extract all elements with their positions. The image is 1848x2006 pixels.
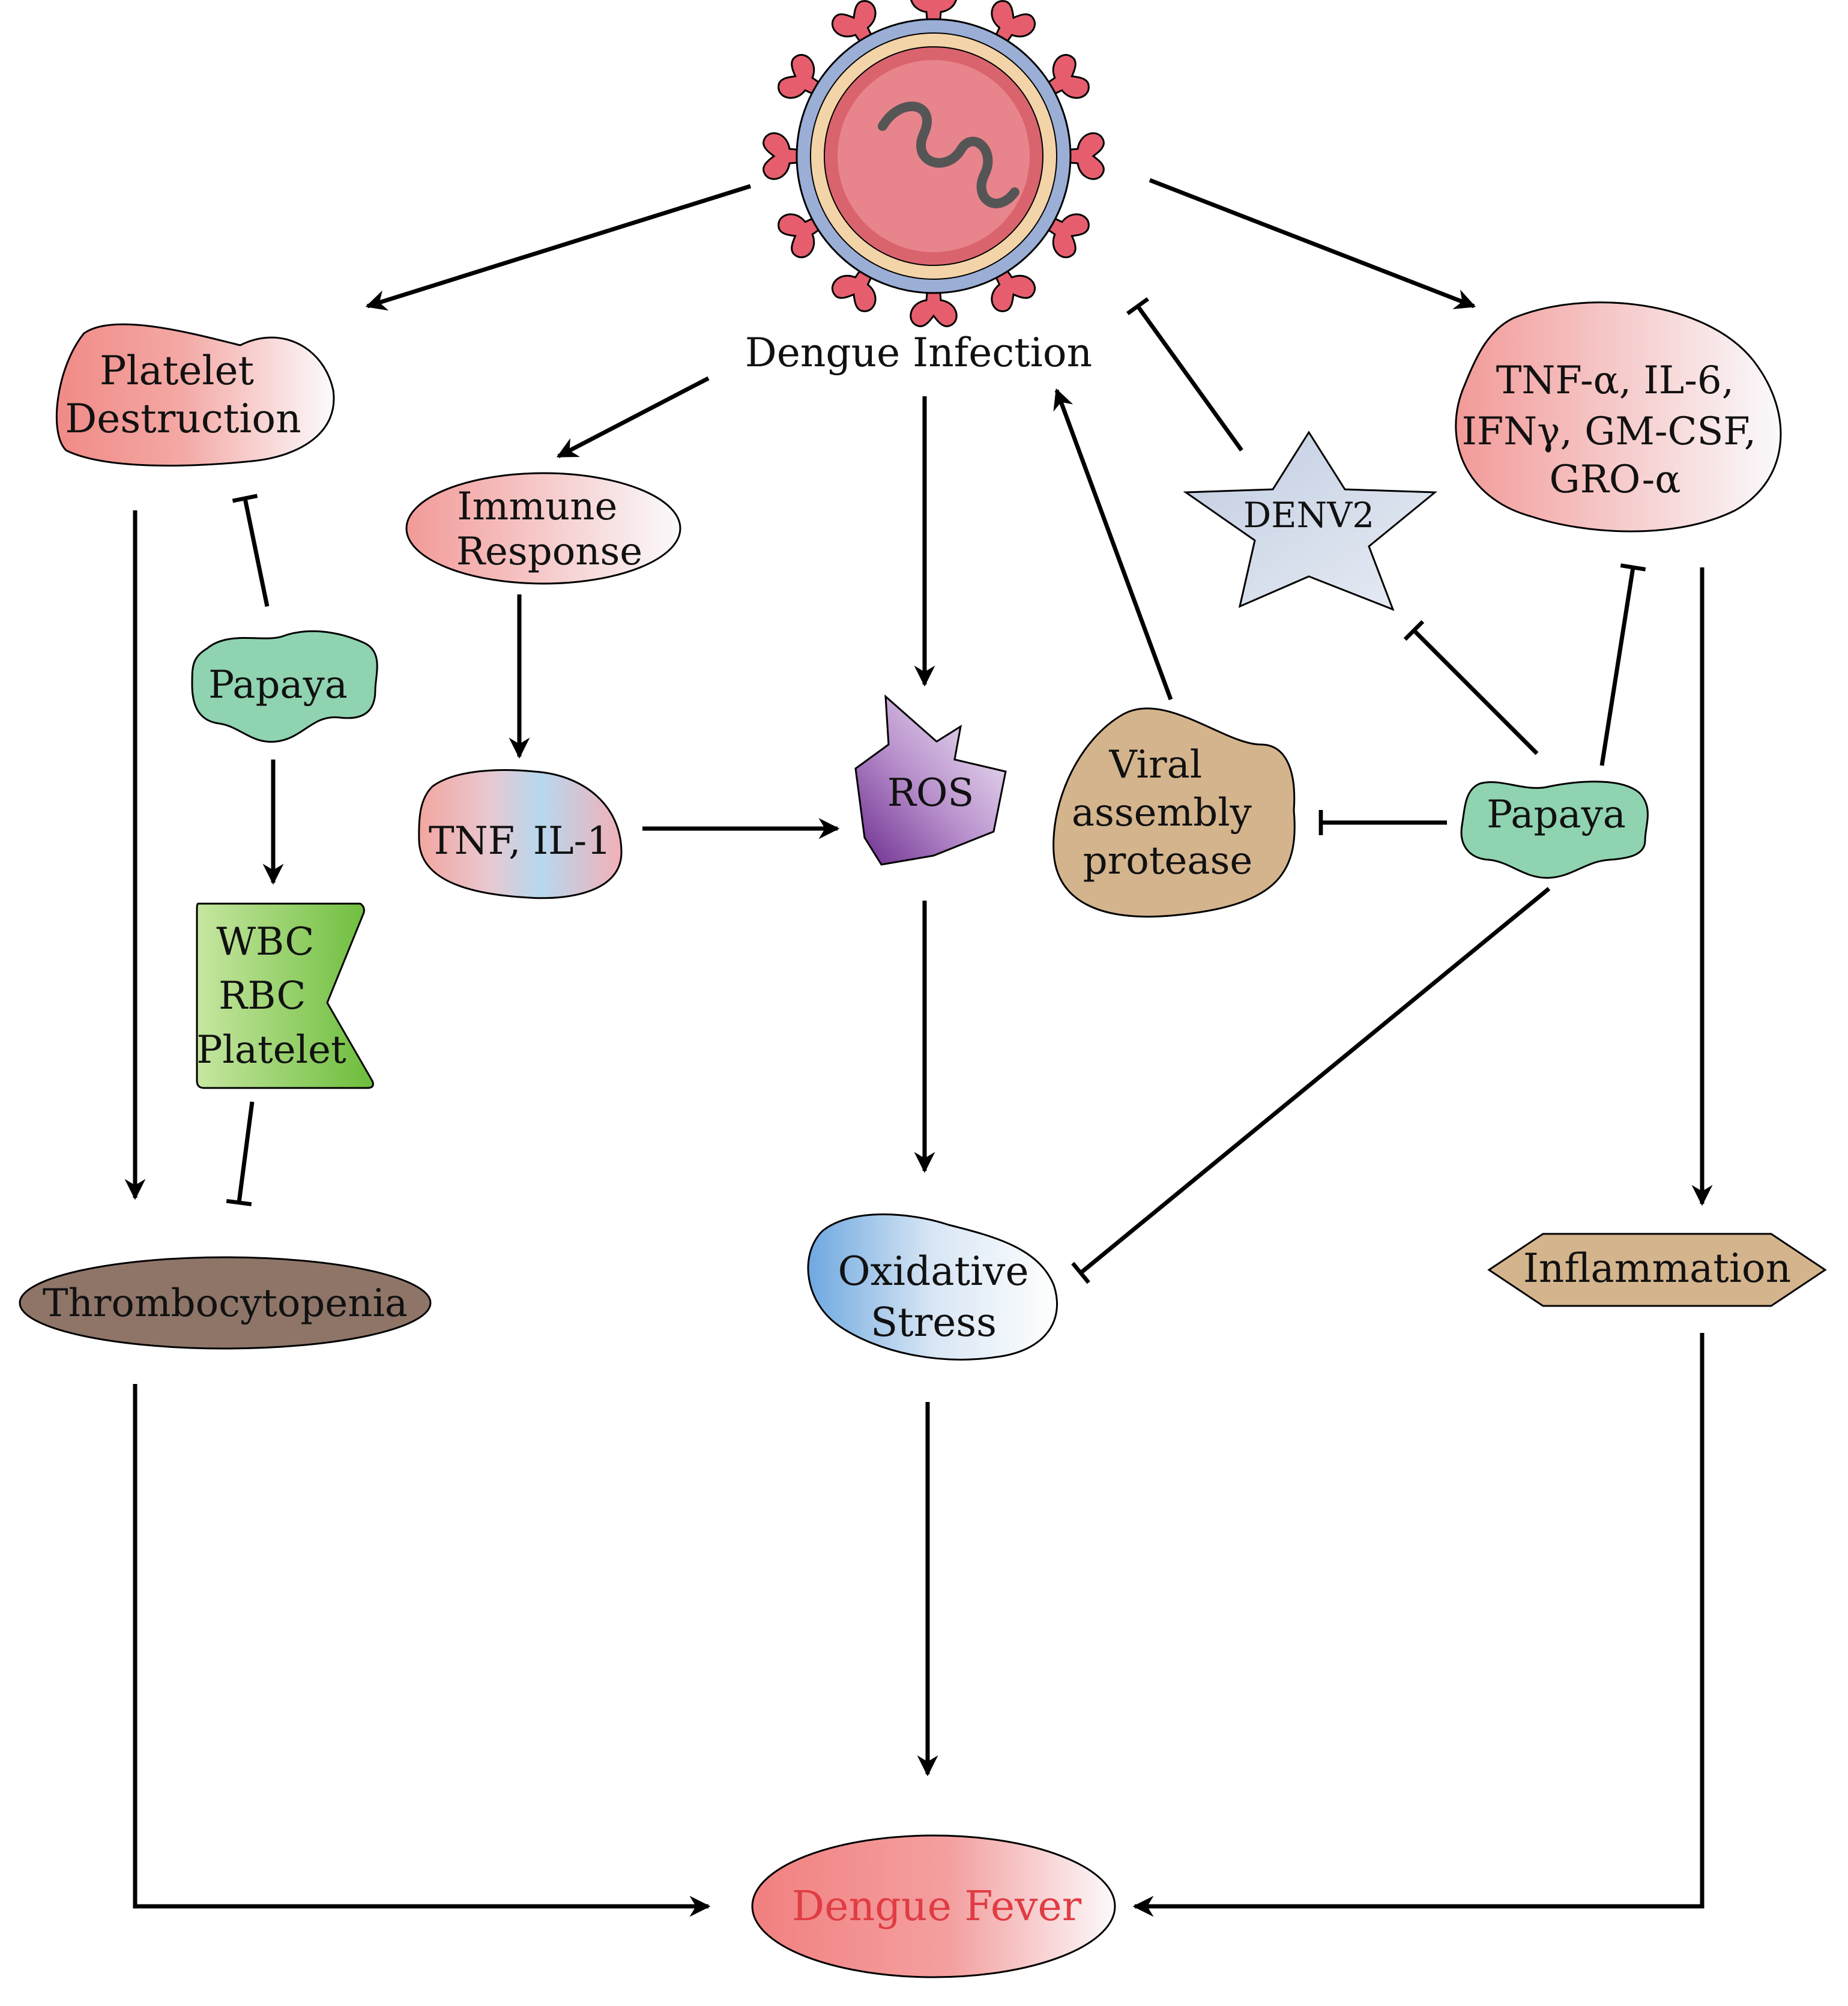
virus-core: [838, 60, 1030, 252]
thrombocytopenia-node: Thrombocytopenia: [19, 1256, 432, 1350]
virus-spike: [831, 264, 877, 312]
edge-papaya-left-inhibits-platelet-destruction: [232, 494, 270, 607]
thrombocytopenia-shape: [19, 1256, 432, 1350]
dengue-infection-label: Dengue Infection: [745, 330, 1092, 376]
virus-spike: [1063, 132, 1105, 180]
ros-shape: [854, 694, 1007, 866]
edge-virus-to-platelet-destruction: [365, 184, 752, 311]
edge-papaya-right-inhibits-cytokines: [1599, 563, 1646, 766]
denv2-node: DENV2: [1183, 431, 1438, 611]
platelet-destruction-label: Platelet Destruction: [65, 348, 301, 442]
edge-inflammation-to-dengue-fever: [1132, 1333, 1705, 1917]
ros-node: ROS: [854, 694, 1007, 866]
oxidative-stress-node: Oxidative Stress: [807, 1213, 1058, 1361]
inflammation-shape: [1487, 1233, 1827, 1307]
papaya-left-node: Papaya: [191, 630, 378, 743]
virus-spike: [1042, 53, 1090, 99]
denv2-star-shape: [1183, 431, 1438, 611]
cytokines-node: TNF-α, IL-6, IFNγ, GM-CSF, GRO-α: [1455, 301, 1782, 533]
blood-cells-node: WBC RBC Platelet: [196, 902, 374, 1089]
oxidative-stress-label: Oxidative Stress: [838, 1248, 1042, 1346]
virus-spike: [910, 285, 958, 327]
papaya-right-shape: [1460, 781, 1649, 879]
tnf-il1-node: TNF, IL-1: [418, 769, 623, 899]
dengue-fever-shape: [751, 1834, 1116, 1978]
immune-response-node: Immune Response: [405, 472, 681, 585]
virus-spike: [991, 0, 1036, 48]
viral-assembly-protease-label: Viral assembly protease: [1072, 743, 1264, 883]
platelet-destruction-shape: [55, 323, 335, 467]
virus-spike: [831, 0, 877, 48]
edge-protease-to-infection: [1053, 388, 1173, 701]
edges: [124, 178, 1713, 1917]
edge-virus-to-cytokines: [1149, 178, 1476, 309]
tnf-il1-shape: [418, 769, 623, 899]
virus-spike: [910, 0, 957, 27]
cytokines-label: TNF-α, IL-6, IFNγ, GM-CSF, GRO-α: [1462, 358, 1769, 502]
edge-thrombocytopenia-to-dengue-fever: [133, 1384, 711, 1917]
virus-spike: [1042, 213, 1090, 259]
viral-assembly-protease-node: Viral assembly protease: [1052, 707, 1296, 918]
inflammation-node: Inflammation: [1487, 1233, 1827, 1307]
virus-spikes: [762, 0, 1105, 327]
papaya-left-shape: [191, 630, 378, 743]
edge-denv2-inhibits-infection: [1126, 297, 1243, 452]
blood-cells-shape: [196, 902, 374, 1089]
viral-assembly-protease-shape: [1052, 707, 1296, 918]
papaya-left-label: Papaya: [208, 663, 348, 707]
edge-infection-to-immune-response: [556, 376, 710, 459]
papaya-right-node: Papaya: [1460, 781, 1649, 879]
virus-spike: [991, 264, 1036, 312]
blood-cells-label: WBC RBC Platelet: [196, 920, 346, 1072]
tnf-il1-label: TNF, IL-1: [429, 819, 611, 863]
virus-spike: [778, 213, 826, 259]
immune-response-shape: [405, 472, 681, 585]
viral-rna-strand: [878, 101, 1019, 208]
oxidative-stress-shape: [807, 1213, 1058, 1361]
thrombocytopenia-label: Thrombocytopenia: [43, 1281, 408, 1326]
cytokines-shape: [1455, 301, 1782, 533]
virus-spike: [778, 53, 826, 99]
dengue-fever-node: Dengue Fever: [751, 1834, 1116, 1978]
virus-spike: [762, 132, 805, 180]
edge-papaya-right-inhibits-denv2: [1403, 620, 1539, 755]
edge-papaya-right-inhibits-oxidative-stress: [1071, 887, 1551, 1284]
platelet-destruction-node: Platelet Destruction: [55, 323, 335, 467]
dengue-fever-label: Dengue Fever: [792, 1883, 1082, 1930]
inflammation-label: Inflammation: [1523, 1245, 1791, 1292]
ros-label: ROS: [887, 771, 974, 815]
denv2-label: DENV2: [1243, 495, 1374, 536]
edge-blood-cells-inhibits-thrombocytopenia: [226, 1101, 255, 1207]
immune-response-label: Immune Response: [456, 485, 642, 574]
virus-illustration: [762, 0, 1105, 327]
papaya-right-label: Papaya: [1487, 793, 1626, 837]
